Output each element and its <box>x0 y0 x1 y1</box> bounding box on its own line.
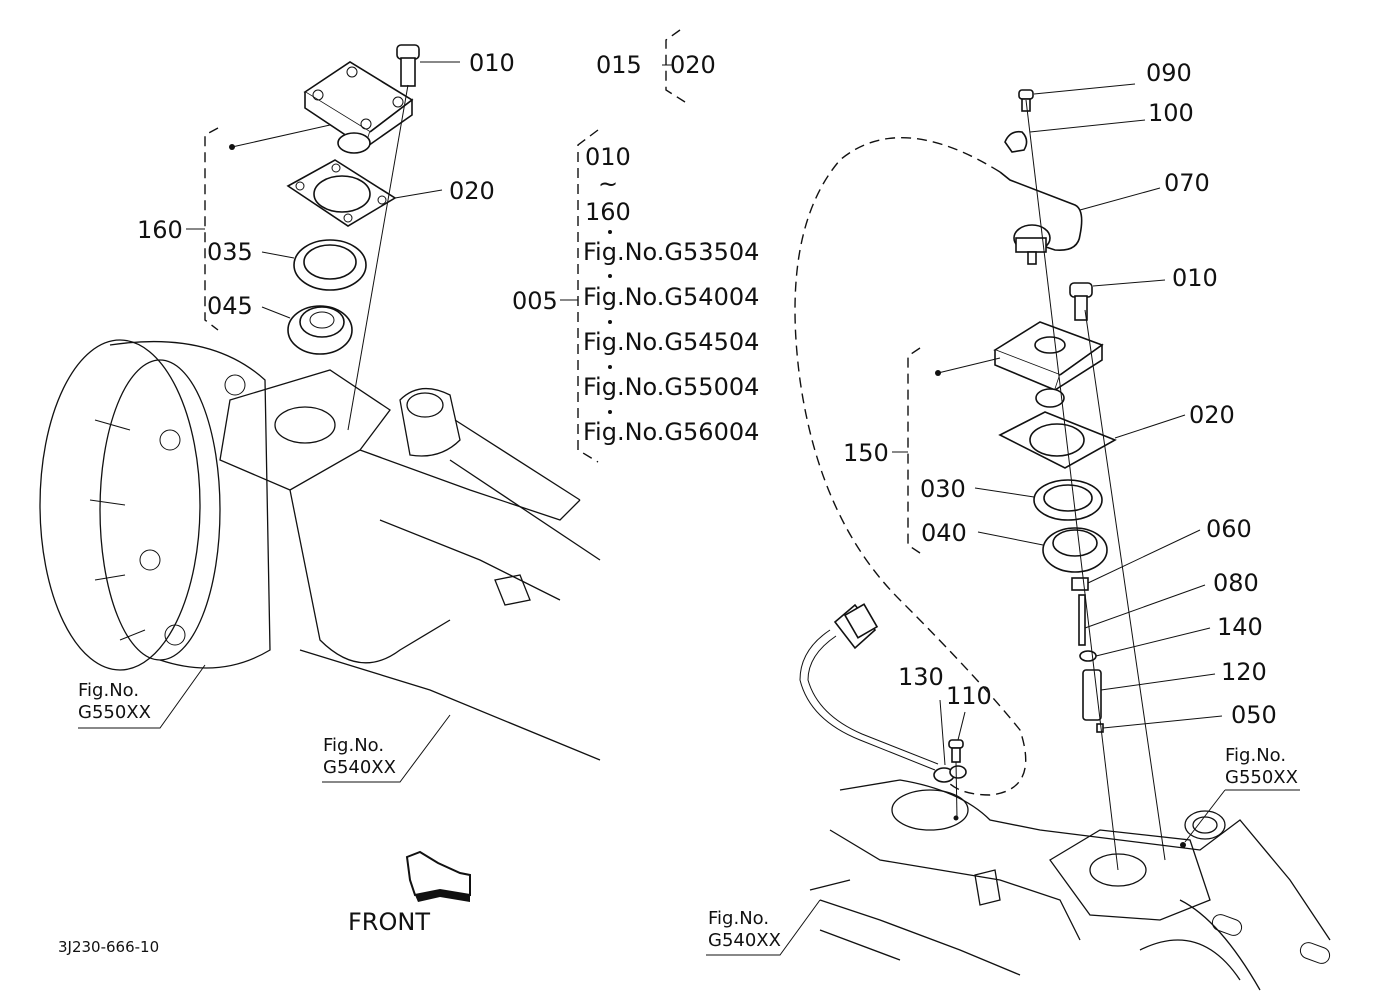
range-separator: ~ <box>598 170 619 198</box>
callout-020-right[interactable]: 020 <box>1189 401 1235 429</box>
fig-ref-g54004[interactable]: Fig.No.G54004 <box>583 283 760 311</box>
callout-005[interactable]: 005 <box>512 287 558 315</box>
fig-ref-g550xx-right[interactable]: Fig.No. G550XX <box>1225 745 1298 788</box>
cover-plate-left <box>303 61 414 154</box>
callout-080[interactable]: 080 <box>1213 569 1259 597</box>
bearing-040 <box>977 527 1108 573</box>
fig-ref-line1: Fig.No. <box>323 735 385 756</box>
axle-housing-right <box>809 779 1331 991</box>
seal-035-left <box>261 239 367 291</box>
fig-ref-g54504[interactable]: Fig.No.G54504 <box>583 328 760 356</box>
fig-ref-line1: Fig.No. <box>78 680 140 701</box>
callout-015[interactable]: 015 <box>596 51 642 79</box>
gasket-020-left <box>286 159 443 227</box>
gasket-020-right <box>998 411 1186 469</box>
callout-100[interactable]: 100 <box>1148 99 1194 127</box>
fig-ref-line1: Fig.No. <box>1225 745 1287 766</box>
fig-ref-line2: G550XX <box>78 701 151 723</box>
bolt-010-left <box>396 44 460 87</box>
sensor-070 <box>999 171 1161 265</box>
front-label: FRONT <box>348 908 430 936</box>
callout-130[interactable]: 130 <box>898 663 944 691</box>
callout-040[interactable]: 040 <box>921 519 967 547</box>
fig-ref-line1: Fig.No. <box>708 908 770 929</box>
fig-ref-g53504[interactable]: Fig.No.G53504 <box>583 238 760 266</box>
callout-030[interactable]: 030 <box>920 475 966 503</box>
bolt-010-right <box>1069 279 1166 321</box>
callout-140[interactable]: 140 <box>1217 613 1263 641</box>
screw-110 <box>948 711 966 819</box>
callout-060[interactable]: 060 <box>1206 515 1252 543</box>
fig-ref-line2: G540XX <box>708 929 781 951</box>
fig-ref-line2: G550XX <box>1225 766 1298 788</box>
seal-030 <box>974 479 1103 521</box>
callout-110[interactable]: 110 <box>946 682 992 710</box>
fig-ref-g540xx-right[interactable]: Fig.No. G540XX <box>708 908 781 951</box>
front-arrow-icon <box>405 850 471 902</box>
callout-035[interactable]: 035 <box>207 238 253 266</box>
fig-ref-g550xx-left[interactable]: Fig.No. G550XX <box>78 680 151 723</box>
drawing-code: 3J230-666-10 <box>58 938 160 956</box>
bearing-045-left <box>261 305 353 355</box>
small-parts-stack <box>1071 529 1223 733</box>
callout-070[interactable]: 070 <box>1164 169 1210 197</box>
callout-050[interactable]: 050 <box>1231 701 1277 729</box>
callout-045[interactable]: 045 <box>207 292 253 320</box>
callout-020-group[interactable]: 020 <box>670 51 716 79</box>
fig-ref-g56004[interactable]: Fig.No.G56004 <box>583 418 760 446</box>
range-start[interactable]: 010 <box>585 143 631 171</box>
callout-090[interactable]: 090 <box>1146 59 1192 87</box>
fig-ref-g55004[interactable]: Fig.No.G55004 <box>583 373 760 401</box>
range-end[interactable]: 160 <box>585 198 631 226</box>
axle-housing-left <box>39 339 601 761</box>
connector-cable <box>799 603 967 783</box>
callout-010-left[interactable]: 010 <box>469 49 515 77</box>
cover-plate-right <box>935 321 1104 408</box>
callout-010-right[interactable]: 010 <box>1172 264 1218 292</box>
callout-150[interactable]: 150 <box>843 439 889 467</box>
fig-ref-g540xx-left[interactable]: Fig.No. G540XX <box>323 735 396 778</box>
fig-ref-line2: G540XX <box>323 756 396 778</box>
callout-120[interactable]: 120 <box>1221 658 1267 686</box>
callout-160[interactable]: 160 <box>137 216 183 244</box>
screw-090 <box>1018 83 1136 112</box>
callout-020-left[interactable]: 020 <box>449 177 495 205</box>
clip-100 <box>1004 119 1146 153</box>
